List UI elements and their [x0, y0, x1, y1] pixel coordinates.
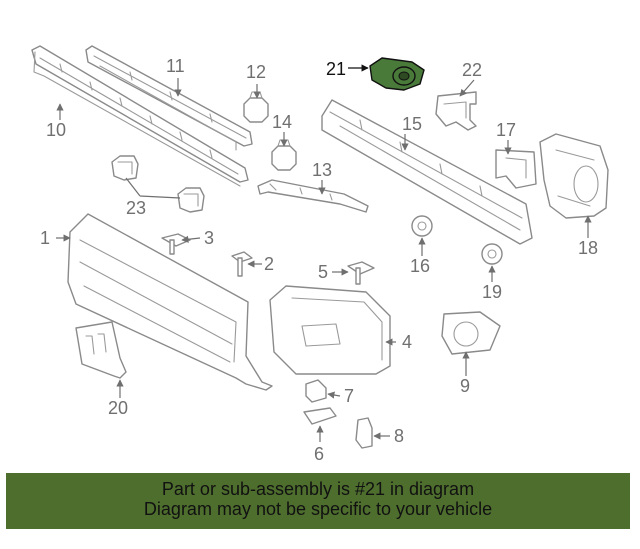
- callout-15: 15: [402, 114, 422, 134]
- part-22-bracket: [435, 91, 477, 131]
- callout-17: 17: [496, 120, 516, 140]
- part-13-bracket: [257, 179, 369, 213]
- callout-8: 8: [394, 426, 404, 446]
- callout-9: 9: [460, 376, 470, 396]
- part-6-plate: [303, 407, 337, 425]
- callout-16: 16: [410, 256, 430, 276]
- callout-10: 10: [46, 120, 66, 140]
- callout-4: 4: [402, 332, 412, 352]
- part-3-clip: [161, 233, 191, 255]
- callout-18: 18: [578, 238, 598, 258]
- banner-line-disclaimer: Diagram may not be specific to your vehi…: [143, 499, 493, 519]
- part-20-bracket: [75, 321, 127, 379]
- part-10-reinforcement: [31, 45, 249, 187]
- part-5-clip: [347, 261, 375, 285]
- callout-1: 1: [40, 228, 50, 248]
- part-19-nut: [481, 243, 503, 265]
- callout-19: 19: [482, 282, 502, 302]
- part-1-bumper-cover: [67, 213, 273, 391]
- callout-2: 2: [264, 254, 274, 274]
- info-banner: Part or sub-assembly is #21 in diagram D…: [6, 473, 630, 529]
- callout-20: 20: [108, 398, 128, 418]
- callout-23: 23: [126, 198, 146, 218]
- callout-13: 13: [312, 160, 332, 180]
- part-8-bolt: [355, 417, 373, 449]
- callout-7: 7: [344, 386, 354, 406]
- part-18-retainer: [539, 133, 609, 219]
- callout-11: 11: [166, 56, 185, 76]
- part-16-nut: [411, 215, 433, 237]
- callout-22: 22: [462, 60, 482, 80]
- part-7-retainer: [305, 379, 327, 403]
- leader-lines: [56, 64, 592, 442]
- part-2-bolt: [231, 251, 253, 277]
- part-23-bracket: [111, 155, 205, 213]
- banner-line-part-number: Part or sub-assembly is #21 in diagram: [161, 479, 475, 499]
- part-17-bracket: [495, 149, 537, 189]
- part-15-reinforcement: [321, 99, 533, 245]
- callout-labels: 10 11 12 14 13 23 15 22 17 18 16 19 1 3 …: [40, 56, 598, 464]
- part-4-end-cap: [269, 285, 391, 375]
- callout-6: 6: [314, 444, 324, 464]
- callout-3: 3: [204, 228, 214, 248]
- callout-12: 12: [246, 62, 266, 82]
- callout-14: 14: [272, 112, 292, 132]
- part-9-bezel: [441, 311, 501, 355]
- callout-21-highlighted: 21: [326, 59, 346, 79]
- part-21-sensor-highlighted: [369, 57, 425, 91]
- part-11-reinforcement: [85, 45, 253, 151]
- part-12-nut: [243, 91, 269, 123]
- callout-5: 5: [318, 262, 328, 282]
